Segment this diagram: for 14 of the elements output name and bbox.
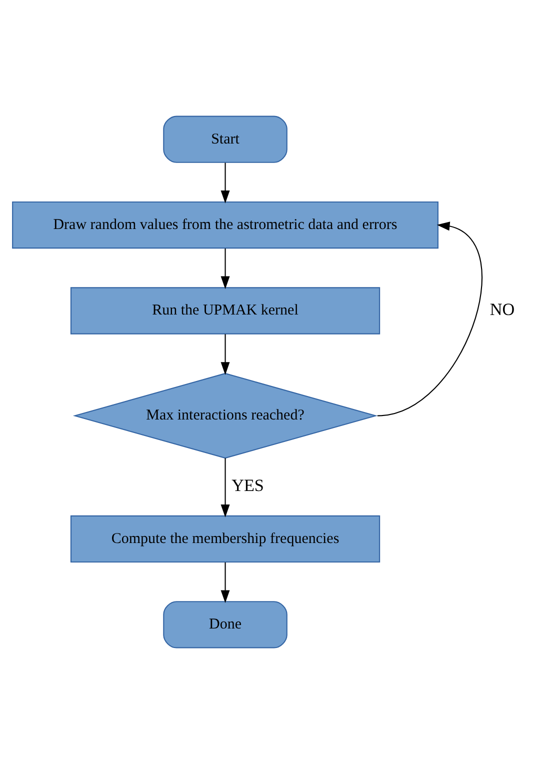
node-box: Run the UPMAK kernel (70, 286, 380, 334)
arrow (377, 221, 482, 416)
node-diamond: Max interactions reached? (72, 372, 378, 458)
arrow (220, 458, 230, 517)
node-box: Done (163, 600, 288, 648)
edge-label: NO (490, 299, 515, 318)
arrow (220, 162, 230, 203)
node-box: Compute the membership frequencies (70, 514, 380, 562)
arrow (220, 334, 230, 374)
arrow (220, 248, 230, 289)
edge-label: YES (232, 476, 264, 495)
node-box: Start (163, 115, 288, 162)
node-box: Draw random values from the astrometric data and errors (12, 200, 438, 248)
arrow (220, 562, 230, 603)
